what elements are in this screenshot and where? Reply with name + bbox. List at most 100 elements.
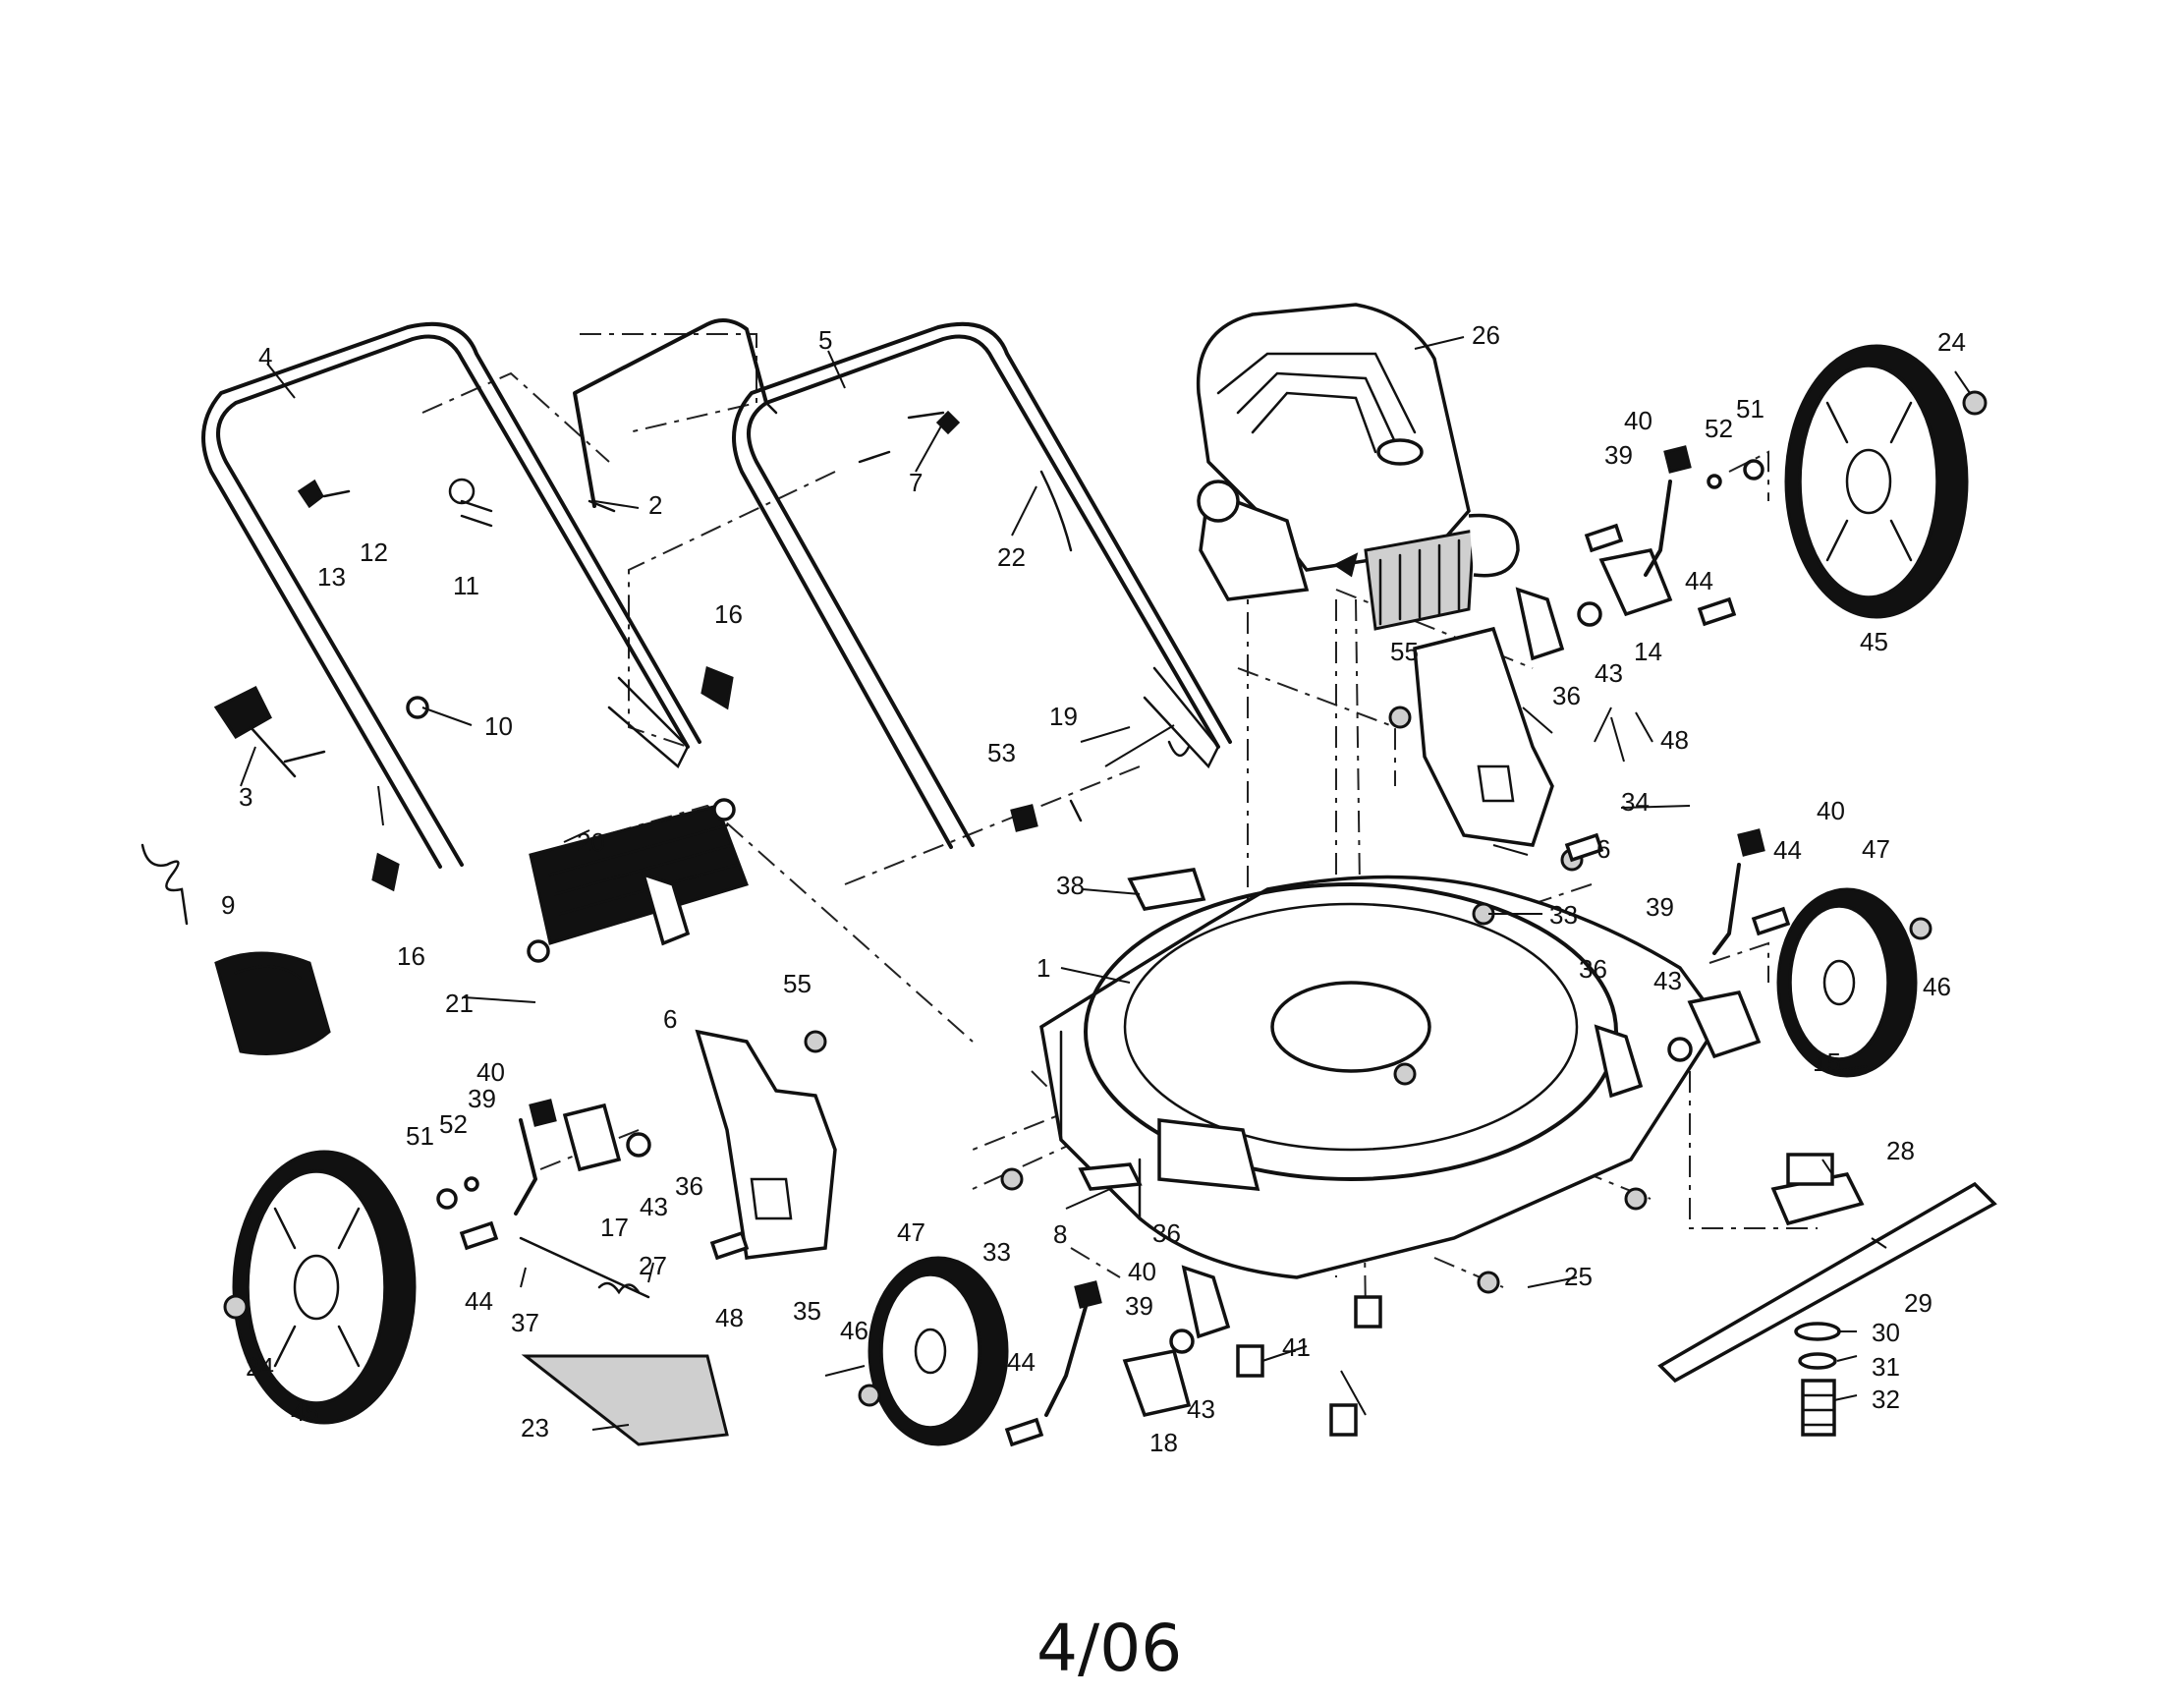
callout-36: 36 [1552, 681, 1581, 710]
callout-26: 26 [1472, 320, 1500, 350]
callout-14: 14 [1634, 637, 1662, 666]
callout-8: 8 [1053, 1219, 1067, 1249]
callout-16: 16 [714, 599, 743, 629]
callout-10: 10 [484, 711, 513, 741]
callout-51: 51 [406, 1121, 434, 1151]
callout-11: 11 [453, 571, 479, 600]
left-rear-bracket [695, 1029, 837, 1260]
upper-handle [732, 321, 1232, 849]
callout-45: 45 [291, 1397, 319, 1427]
rear-deflector [519, 1236, 729, 1446]
callout-23: 23 [521, 1413, 549, 1442]
bail-control-bar [573, 318, 778, 513]
callout-44: 44 [1007, 1347, 1036, 1377]
callout-55: 55 [783, 969, 812, 998]
callout-45: 45 [1860, 627, 1888, 656]
callout-39: 39 [1646, 892, 1674, 922]
callout-40: 40 [476, 1057, 505, 1087]
blade-assembly [1657, 1153, 1997, 1437]
callout-25: 25 [1564, 1262, 1593, 1291]
callout-41: 41 [1282, 1332, 1311, 1362]
callout-46: 46 [1923, 972, 1951, 1001]
callout-30: 30 [1872, 1318, 1900, 1347]
callout-27: 27 [639, 1251, 667, 1280]
deflector-shield [214, 951, 331, 1055]
callout-9: 9 [221, 890, 235, 920]
callout-24: 24 [246, 1352, 274, 1382]
callout-52: 52 [1705, 414, 1733, 443]
callout-39: 39 [468, 1084, 496, 1113]
mower-deck [1039, 875, 1722, 1279]
callout-47: 47 [897, 1217, 925, 1247]
callout-13: 13 [317, 562, 346, 592]
callout-33: 33 [1549, 900, 1578, 930]
adjuster-levers [514, 445, 1765, 1417]
callout-40: 40 [1817, 796, 1845, 825]
callout-19: 19 [1049, 702, 1078, 731]
fasteners [223, 390, 1988, 1447]
height-adjuster-plates [562, 547, 1762, 1418]
callout-44: 44 [1685, 566, 1713, 595]
callout-5: 5 [818, 325, 832, 355]
callout-44: 44 [465, 1286, 493, 1316]
callout-39: 39 [1604, 440, 1633, 470]
rear-wheel-left [232, 1150, 417, 1425]
callout-43: 43 [1187, 1394, 1215, 1424]
callout-1: 1 [1036, 953, 1050, 983]
callout-40: 40 [1624, 406, 1652, 435]
callout-20: 20 [577, 827, 605, 857]
callout-21: 21 [445, 989, 474, 1018]
callout-43: 43 [1595, 658, 1623, 688]
callout-31: 31 [1872, 1352, 1900, 1382]
discharge-door [527, 798, 749, 963]
callout-22: 22 [997, 542, 1026, 572]
callout-40: 40 [1128, 1257, 1156, 1286]
callout-6: 6 [663, 1004, 677, 1034]
callout-39: 39 [1125, 1291, 1153, 1321]
rear-wheel-right [1784, 344, 1969, 619]
callout-4: 4 [258, 342, 272, 371]
callout-53: 53 [987, 738, 1016, 767]
callout-46: 46 [840, 1316, 868, 1345]
callout-51: 51 [1736, 394, 1764, 424]
callout-55: 55 [1390, 637, 1419, 666]
right-rear-bracket [1413, 626, 1554, 847]
callout-52: 52 [439, 1109, 468, 1139]
callout-6: 6 [1596, 834, 1610, 864]
callout-48: 48 [715, 1303, 744, 1332]
callout-36: 36 [1579, 954, 1607, 984]
callout-29: 29 [1904, 1288, 1932, 1318]
date-code: 4/06 [1036, 1611, 1182, 1686]
callout-36: 36 [1152, 1218, 1181, 1248]
callout-33: 33 [982, 1237, 1011, 1267]
callout-3: 3 [239, 782, 252, 812]
front-wheel-right [1776, 887, 1918, 1078]
handle-knobs-bolts [213, 410, 1191, 892]
leader-lines [240, 336, 1971, 1431]
callout-18: 18 [1149, 1428, 1178, 1457]
callout-47: 47 [1862, 834, 1890, 864]
callout-43: 43 [640, 1192, 668, 1221]
front-wheel-left [868, 1256, 1009, 1446]
handwritten-mark [140, 843, 189, 926]
callout-32: 32 [1872, 1385, 1900, 1414]
callout-2: 2 [648, 490, 662, 520]
callout-48: 48 [1660, 725, 1689, 755]
callout-28: 28 [1886, 1136, 1915, 1165]
callout-34: 34 [1621, 787, 1650, 817]
cable-and-ties [448, 470, 1073, 552]
callout-37: 37 [511, 1308, 539, 1337]
callout-38: 38 [1056, 871, 1085, 900]
callout-16: 16 [397, 941, 425, 971]
callout-35: 35 [793, 1296, 821, 1326]
callout-12: 12 [360, 537, 388, 567]
callout-labels: 4 5 2 26 24 24 7 22 13 12 11 16 16 10 3 … [221, 320, 1966, 1457]
callout-36: 36 [675, 1171, 703, 1201]
callout-7: 7 [909, 468, 923, 497]
callout-17: 17 [600, 1213, 629, 1242]
callout-44: 44 [1773, 835, 1802, 865]
callout-15: 15 [1813, 1047, 1841, 1077]
callout-24: 24 [1937, 327, 1966, 357]
engine [1196, 303, 1520, 631]
